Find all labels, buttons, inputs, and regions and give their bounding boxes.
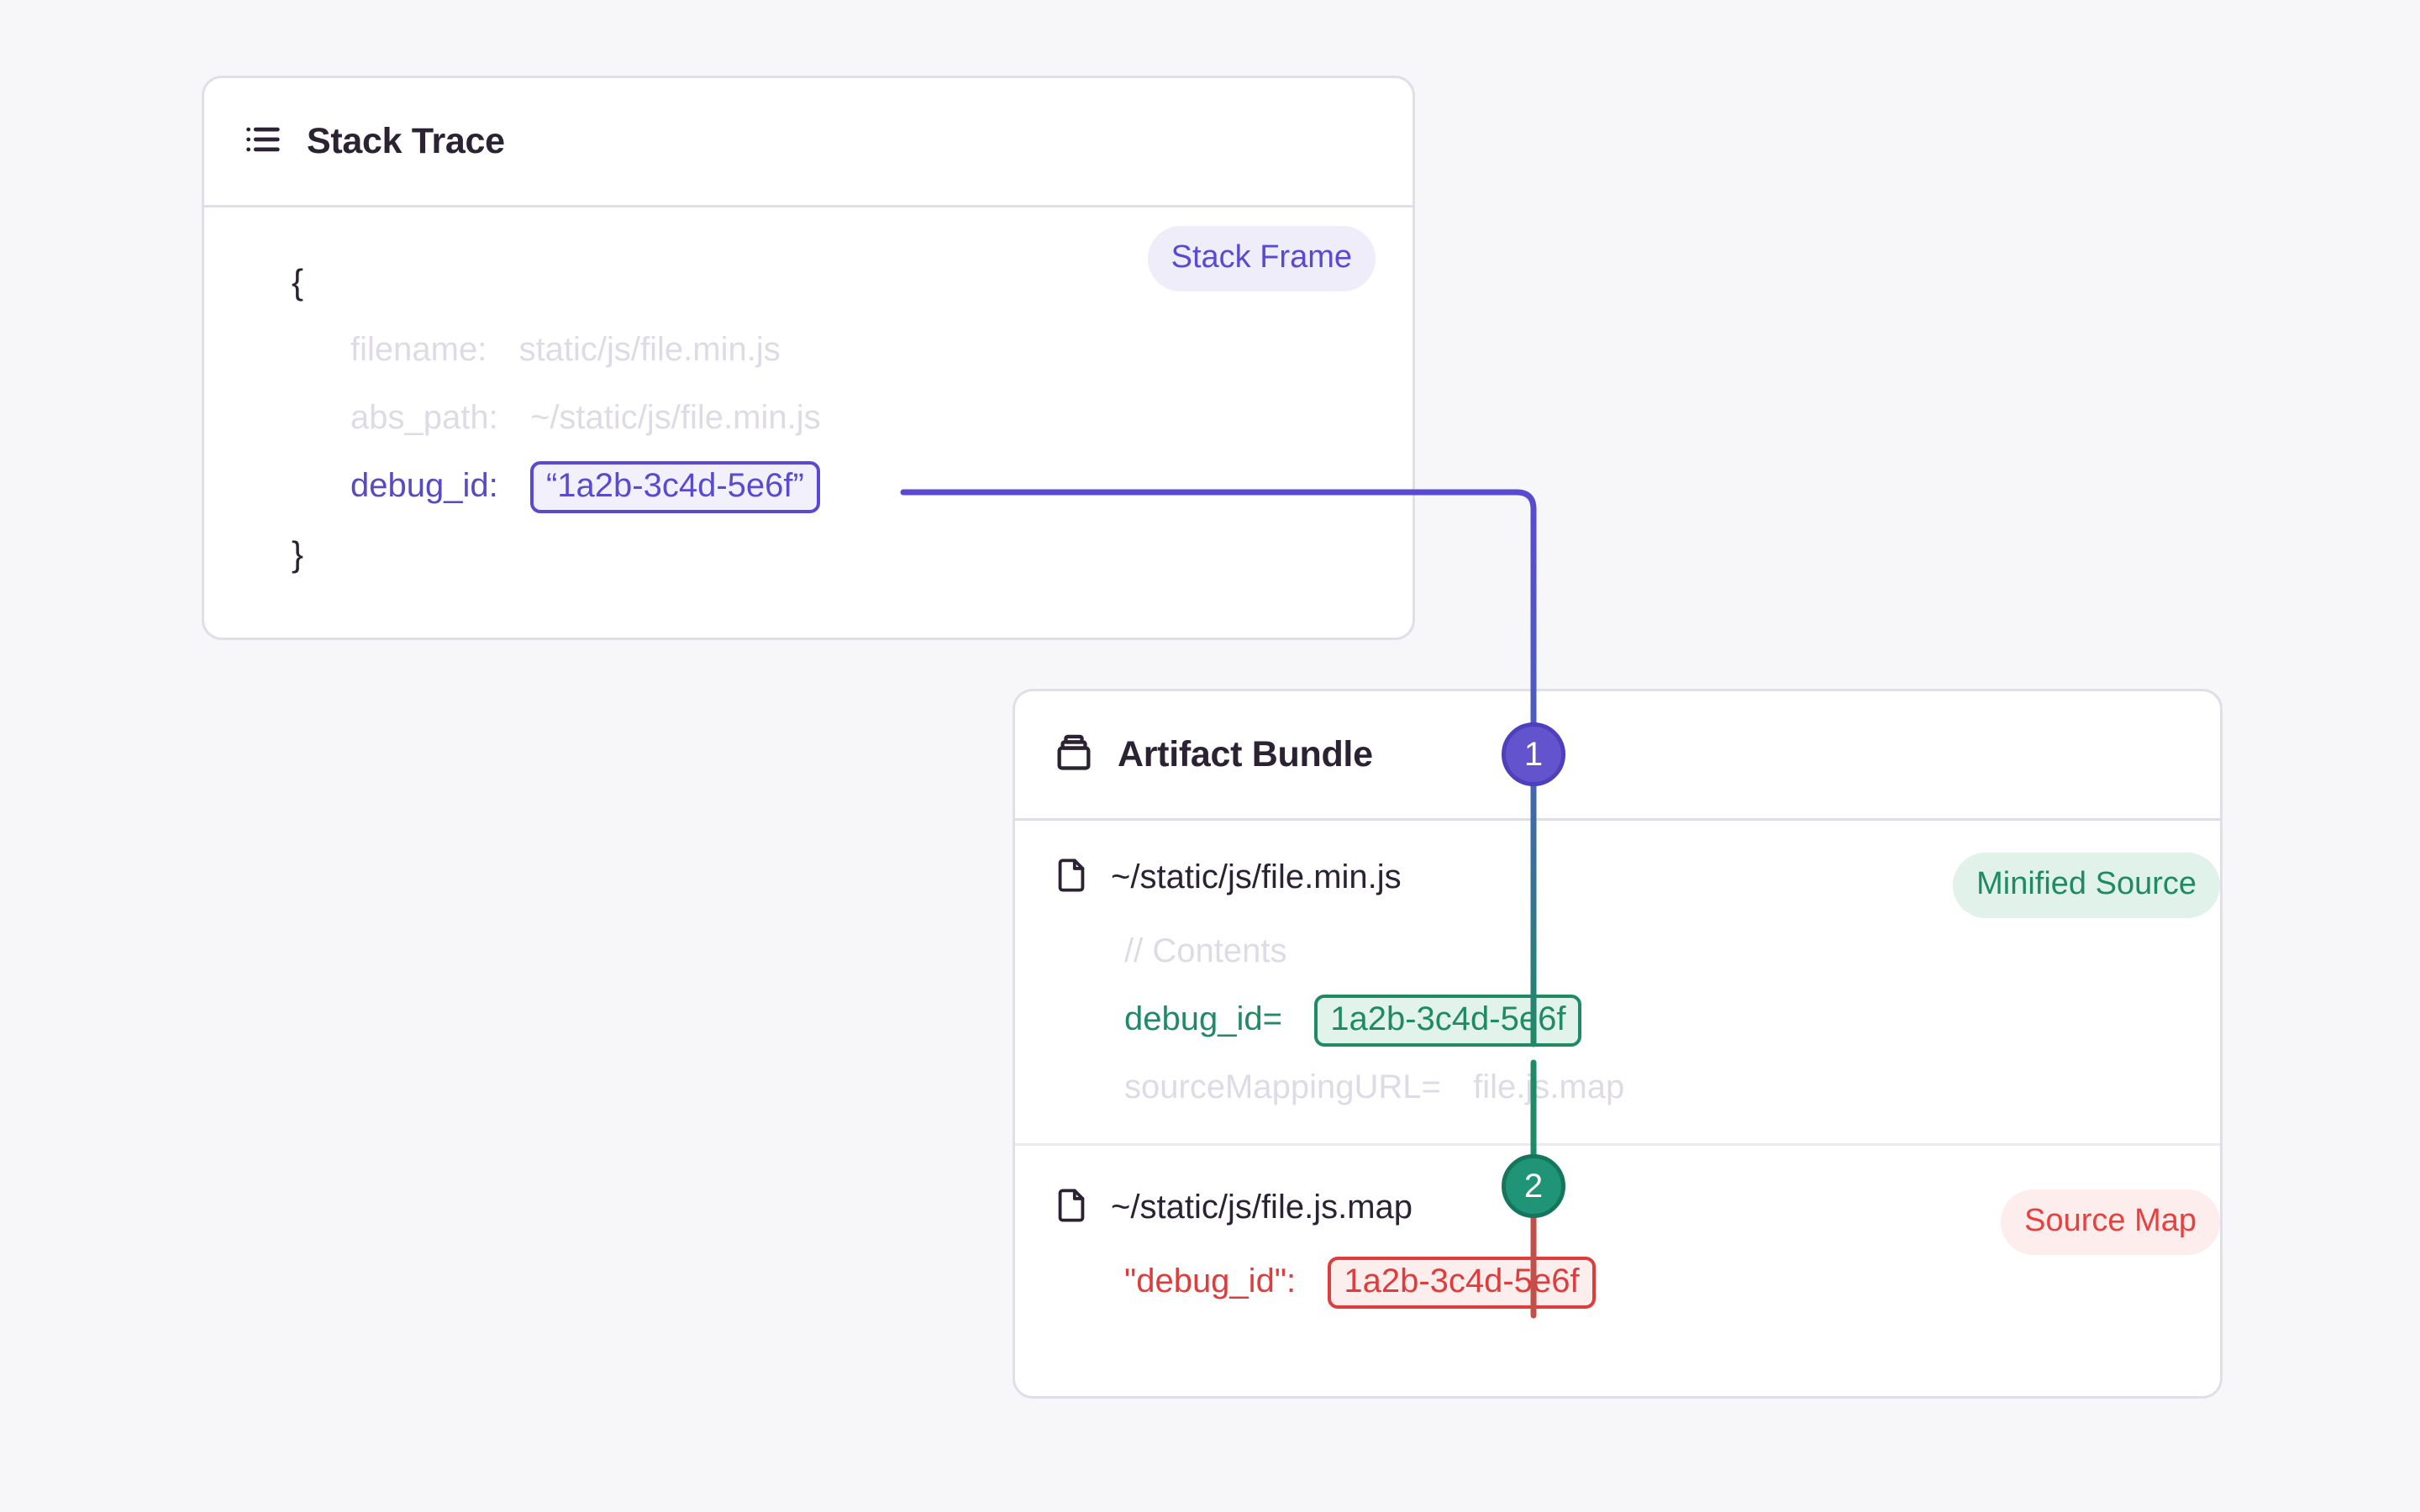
file-icon — [1052, 856, 1091, 899]
artifact-bundle-card: Artifact Bundle Minified Source ~/static… — [1013, 689, 2223, 1399]
stack-trace-card-body: Stack Frame { filename: static/js/file.m… — [204, 207, 1413, 638]
field-key-abs-path: abs_path: — [350, 399, 498, 436]
file-row-source-map: ~/static/js/file.js.map — [1052, 1186, 2183, 1229]
debug-id-value-sourcemap[interactable]: 1a2b-3c4d-5e6f — [1328, 1257, 1596, 1310]
stack-trace-card-header: Stack Trace — [204, 78, 1413, 207]
package-icon — [1052, 731, 1096, 779]
minified-sourcemapping-line: sourceMappingURL= file.js.map — [1052, 1053, 2183, 1121]
list-icon — [241, 118, 285, 165]
step-badge-2: 2 — [1502, 1154, 1565, 1218]
debug-id-value-stacktrace[interactable]: “1a2b-3c4d-5e6f” — [529, 461, 820, 514]
sourcemap-debug-id-key: "debug_id": — [1124, 1263, 1297, 1299]
minified-debug-id-key: debug_id= — [1124, 1000, 1282, 1037]
artifact-bundle-card-header: Artifact Bundle — [1015, 691, 2220, 821]
field-key-filename: filename: — [350, 331, 487, 368]
sourcemap-debug-id-line: "debug_id": 1a2b-3c4d-5e6f — [1052, 1247, 2183, 1315]
file-icon — [1052, 1186, 1091, 1229]
stack-trace-field-debug-id: debug_id: “1a2b-3c4d-5e6f” — [241, 452, 1376, 520]
json-close-brace: } — [292, 534, 304, 574]
field-key-debug-id: debug_id: — [350, 467, 498, 504]
stack-trace-field-abs-path: abs_path: ~/static/js/file.min.js — [241, 384, 1376, 452]
field-value-filename: static/js/file.min.js — [518, 331, 781, 368]
stack-trace-field-filename: filename: static/js/file.min.js — [241, 316, 1376, 384]
minified-debug-id-line: debug_id= 1a2b-3c4d-5e6f — [1052, 985, 2183, 1053]
step-badge-1: 1 — [1502, 722, 1565, 786]
sourcemappingurl-value: file.js.map — [1473, 1068, 1625, 1105]
artifact-file-source-map: Source Map ~/static/js/file.js.map "debu… — [1015, 1143, 2220, 1315]
file-name-source-map: ~/static/js/file.js.map — [1111, 1189, 1413, 1226]
source-map-badge: Source Map — [2001, 1189, 2220, 1255]
json-open-brace: { — [292, 262, 304, 302]
debug-id-value-minified[interactable]: 1a2b-3c4d-5e6f — [1314, 995, 1582, 1047]
minified-source-badge: Minified Source — [1953, 853, 2220, 918]
minified-comment-text: // Contents — [1124, 932, 1287, 969]
stack-frame-badge: Stack Frame — [1147, 226, 1376, 291]
file-name-minified: ~/static/js/file.min.js — [1111, 858, 1402, 895]
artifact-bundle-card-body: Minified Source ~/static/js/file.min.js … — [1015, 821, 2220, 1315]
field-value-abs-path: ~/static/js/file.min.js — [529, 399, 821, 436]
artifact-file-minified-source: Minified Source ~/static/js/file.min.js … — [1015, 821, 2220, 1121]
stack-trace-card: Stack Trace Stack Frame { filename: stat… — [202, 76, 1415, 640]
minified-comment-line: // Contents — [1052, 917, 2183, 985]
artifact-bundle-title: Artifact Bundle — [1118, 734, 1373, 774]
stack-trace-title: Stack Trace — [307, 121, 505, 161]
sourcemappingurl-key: sourceMappingURL= — [1124, 1068, 1441, 1105]
